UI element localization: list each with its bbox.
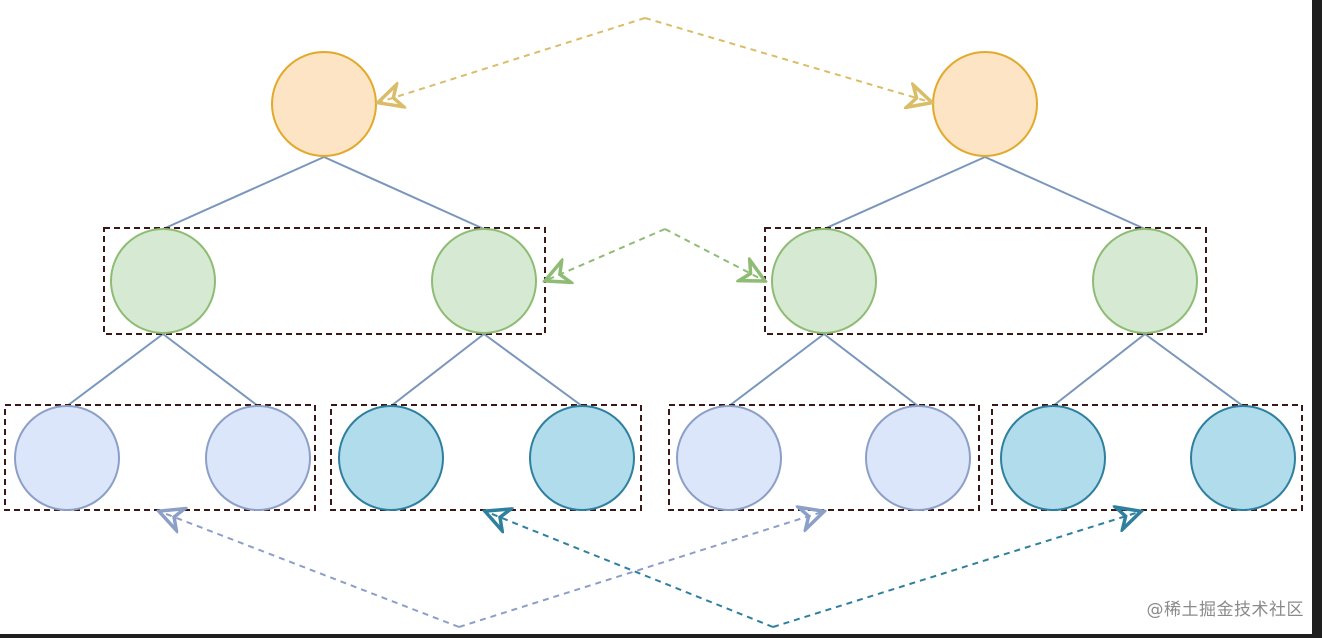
root-node [932,51,1038,157]
root-comparison-arrow [380,17,646,102]
leaf-node-light [205,405,311,511]
leaf-node-light [865,405,971,511]
leaf-light-comparison-arrow [161,512,460,628]
leaf-node-light [14,405,120,511]
watermark-text: @稀土掘金技术社区 [1146,600,1304,620]
leaf-dark-comparison-arrow [487,512,774,628]
leaf-group-box [991,404,1303,511]
tree-edge [483,333,583,407]
tree-edge [984,156,1146,230]
mid-comparison-arrow [664,228,763,280]
left-leaf-group-comparison [161,512,822,628]
tree-edge [1052,333,1146,407]
leaf-light-comparison-arrow [458,512,822,628]
tree-edge [162,156,325,230]
mid-node [110,228,216,334]
root-comparison [380,17,930,102]
leaf-node-light [676,405,782,511]
mid-node [431,228,537,334]
tree-edge [1144,333,1244,407]
leaf-node-dark [1190,405,1296,511]
mid-node [771,228,877,334]
right-tree [668,51,1303,511]
left-tree [4,51,642,511]
tree-edge [66,333,164,407]
tree-edge [162,333,259,407]
root-node [271,51,377,157]
right-leaf-group-comparison [487,512,1139,628]
mid-level-comparison [547,228,763,280]
tree-edge [390,333,485,407]
tree-edge [323,156,485,230]
mid-node [1092,228,1198,334]
leaf-node-dark [1000,405,1106,511]
tree-edge [823,333,919,407]
leaf-dark-comparison-arrow [772,512,1139,628]
leaf-node-dark [529,405,635,511]
tree-edge [728,333,825,407]
tree-edge [823,156,986,230]
leaf-node-dark [338,405,444,511]
root-comparison-arrow [644,17,930,102]
